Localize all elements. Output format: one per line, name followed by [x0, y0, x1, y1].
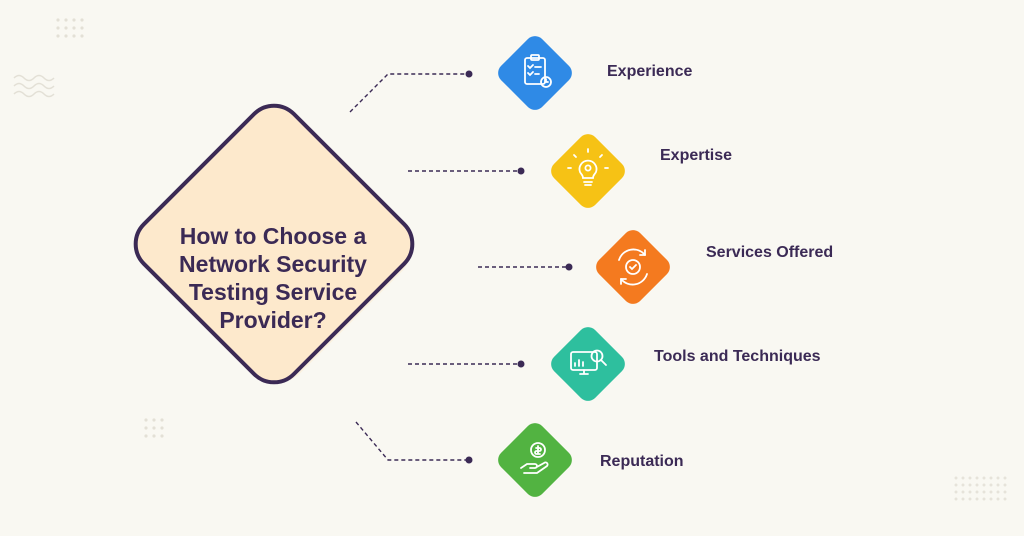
endpoint-experience	[465, 70, 473, 78]
factor-node-expertise	[551, 134, 625, 208]
gear-cycle-icon	[618, 248, 648, 286]
endpoint-tools	[517, 360, 525, 368]
lightbulb-gear-icon	[567, 148, 609, 186]
center-diamond-shape	[133, 103, 415, 385]
decor-dots-bottom-left	[144, 418, 164, 438]
factor-node-tools	[551, 327, 625, 401]
decor-dots-bottom-right	[954, 476, 1007, 501]
connector-experience	[349, 73, 468, 113]
endpoint-services	[565, 263, 573, 271]
endpoint-expertise	[517, 167, 525, 175]
factor-label-expertise: Expertise	[660, 147, 733, 164]
factor-label-tools: Tools and Techniques	[654, 348, 821, 365]
decor-dots-top-left	[56, 18, 84, 38]
center-title-line-4: Provider?	[219, 307, 327, 333]
decor-waves-left	[13, 74, 55, 98]
factor-label-services: Services Offered	[706, 244, 834, 261]
factor-node-experience	[498, 36, 572, 110]
connector-reputation	[355, 421, 468, 461]
center-title-line-1: How to Choose a	[179, 223, 367, 249]
center-title: How to Choose a Network Security Testing…	[148, 222, 398, 334]
factor-node-services	[596, 230, 670, 304]
endpoint-reputation	[465, 456, 473, 464]
factor-node-reputation	[498, 423, 572, 497]
connectors	[349, 73, 568, 461]
factor-label-reputation: Reputation	[600, 453, 684, 470]
factor-label-experience: Experience	[607, 63, 693, 80]
node-diamond-tools	[551, 327, 625, 401]
connector-endpoints	[465, 70, 573, 464]
node-diamond-reputation	[498, 423, 572, 497]
monitor-magnifier-icon	[570, 349, 607, 375]
center-title-line-2: Network Security	[179, 251, 367, 277]
center-diamond	[133, 103, 415, 385]
node-diamond-experience	[498, 36, 572, 110]
center-title-line-3: Testing Service	[188, 279, 358, 305]
clipboard-checklist-icon	[524, 54, 552, 88]
hand-coin-icon	[520, 442, 549, 474]
